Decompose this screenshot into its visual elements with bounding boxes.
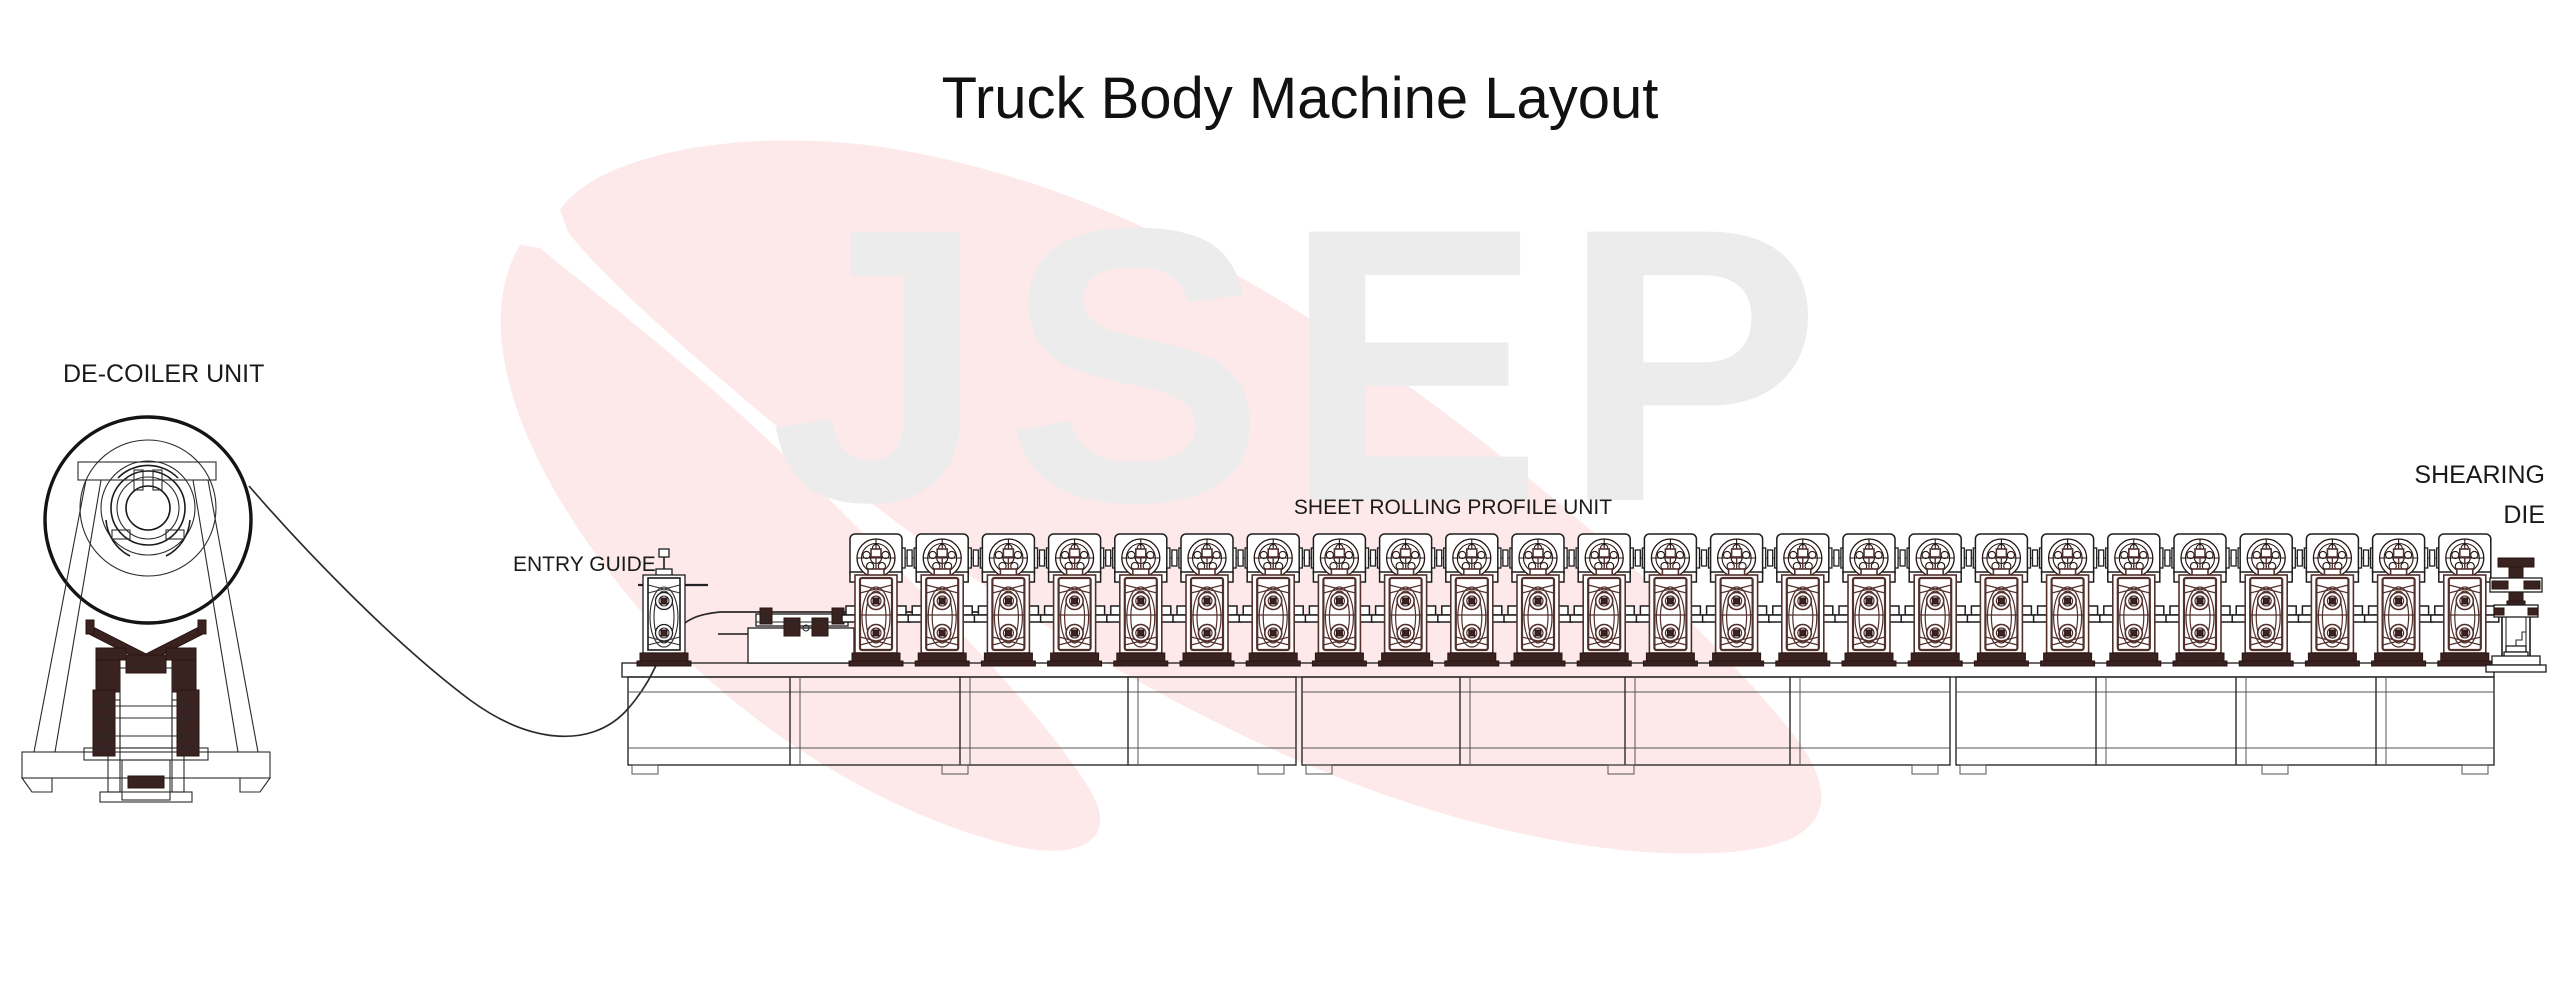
entry-pinch-roll-stand — [636, 548, 692, 667]
base-frame-segment-1 — [627, 676, 1297, 775]
shearing-die-callout: SHEARING DIE — [2414, 461, 2545, 529]
shearing-die-unit — [2485, 557, 2547, 673]
de-coiler-unit: DE-COILER UNIT — [20, 360, 272, 803]
machine-base-frame — [621, 662, 2495, 775]
base-frame-segment-2 — [1301, 676, 1951, 775]
decoiler-label: DE-COILER UNIT — [63, 360, 264, 388]
shearing-die-label-line1: SHEARING — [2414, 461, 2545, 489]
decoiler-drive-assembly — [83, 619, 209, 803]
roll-stand-group — [841, 533, 2500, 668]
coil-outer-circle — [43, 415, 253, 625]
page-title: Truck Body Machine Layout — [942, 66, 1659, 131]
coil-mandrel — [79, 439, 217, 577]
watermark-swoosh — [500, 140, 1822, 854]
entry-guide-table — [747, 607, 855, 664]
decoiler-frame — [20, 461, 272, 793]
entry-guide-label: ENTRY GUIDE — [513, 553, 656, 576]
shearing-die-label-line2: DIE — [2503, 501, 2545, 529]
rolling-unit-label: SHEET ROLLING PROFILE UNIT — [1294, 496, 1612, 519]
watermark-text: JSEP — [770, 147, 1839, 583]
base-frame-segment-3 — [1955, 676, 2495, 775]
